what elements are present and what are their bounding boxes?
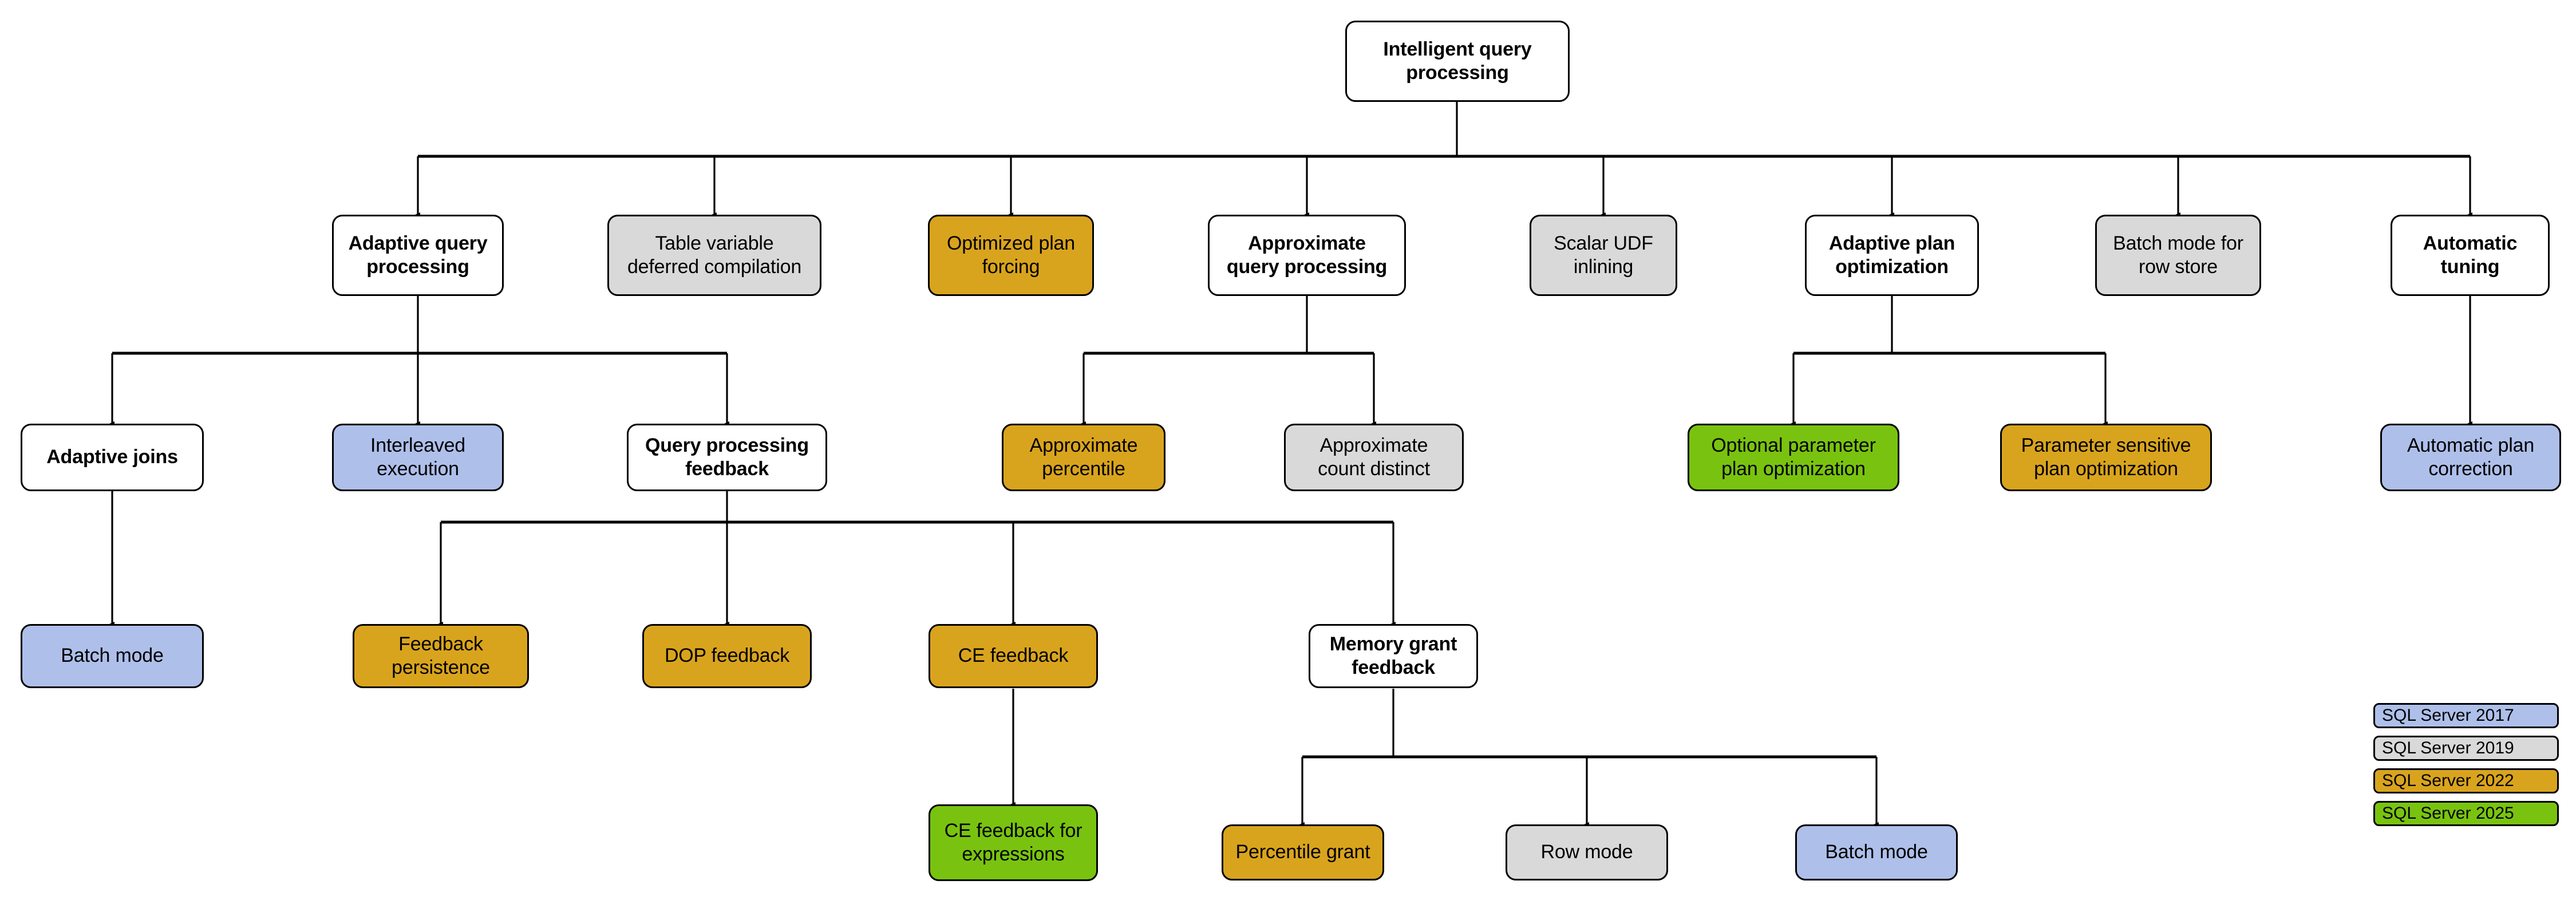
node-approximate-count-distinct[interactable]: Approximate count distinct xyxy=(1284,424,1464,491)
legend-label: SQL Server 2022 xyxy=(2382,771,2514,790)
node-batch-mode-adaptive-joins[interactable]: Batch mode xyxy=(21,624,204,688)
node-adaptive-plan-optimization[interactable]: Adaptive plan optimization xyxy=(1805,215,1979,296)
node-optimized-plan-forcing[interactable]: Optimized plan forcing xyxy=(928,215,1094,296)
legend-label: SQL Server 2019 xyxy=(2382,739,2514,757)
node-table-variable-deferred-compilation[interactable]: Table variable deferred compilation xyxy=(607,215,821,296)
legend-label: SQL Server 2017 xyxy=(2382,706,2514,725)
node-ce-feedback[interactable]: CE feedback xyxy=(929,624,1098,688)
node-percentile-grant[interactable]: Percentile grant xyxy=(1222,824,1384,881)
node-approximate-query-processing[interactable]: Approximate query processing xyxy=(1208,215,1406,296)
node-ce-feedback-for-expressions[interactable]: CE feedback for expressions xyxy=(929,804,1098,881)
legend-item-sql-server-2022: SQL Server 2022 xyxy=(2373,768,2559,793)
node-interleaved-execution[interactable]: Interleaved execution xyxy=(332,424,504,491)
node-adaptive-query-processing[interactable]: Adaptive query processing xyxy=(332,215,504,296)
node-batch-mode-for-row-store[interactable]: Batch mode for row store xyxy=(2095,215,2261,296)
node-approximate-percentile[interactable]: Approximate percentile xyxy=(1002,424,1165,491)
legend-item-sql-server-2025: SQL Server 2025 xyxy=(2373,801,2559,826)
node-feedback-persistence[interactable]: Feedback persistence xyxy=(353,624,529,688)
node-batch-mode-memory-grant[interactable]: Batch mode xyxy=(1795,824,1958,881)
version-legend: SQL Server 2017 SQL Server 2019 SQL Serv… xyxy=(2373,703,2559,826)
node-optional-parameter-plan-optimization[interactable]: Optional parameter plan optimization xyxy=(1688,424,1899,491)
node-memory-grant-feedback[interactable]: Memory grant feedback xyxy=(1309,624,1478,688)
node-scalar-udf-inlining[interactable]: Scalar UDF inlining xyxy=(1530,215,1677,296)
node-automatic-plan-correction[interactable]: Automatic plan correction xyxy=(2380,424,2561,491)
node-intelligent-query-processing[interactable]: Intelligent query processing xyxy=(1345,21,1570,102)
legend-label: SQL Server 2025 xyxy=(2382,804,2514,823)
node-query-processing-feedback[interactable]: Query processing feedback xyxy=(627,424,827,491)
node-adaptive-joins[interactable]: Adaptive joins xyxy=(21,424,204,491)
node-dop-feedback[interactable]: DOP feedback xyxy=(642,624,812,688)
node-automatic-tuning[interactable]: Automatic tuning xyxy=(2391,215,2550,296)
node-parameter-sensitive-plan-optimization[interactable]: Parameter sensitive plan optimization xyxy=(2000,424,2212,491)
legend-item-sql-server-2017: SQL Server 2017 xyxy=(2373,703,2559,728)
legend-item-sql-server-2019: SQL Server 2019 xyxy=(2373,736,2559,761)
node-row-mode[interactable]: Row mode xyxy=(1506,824,1668,881)
